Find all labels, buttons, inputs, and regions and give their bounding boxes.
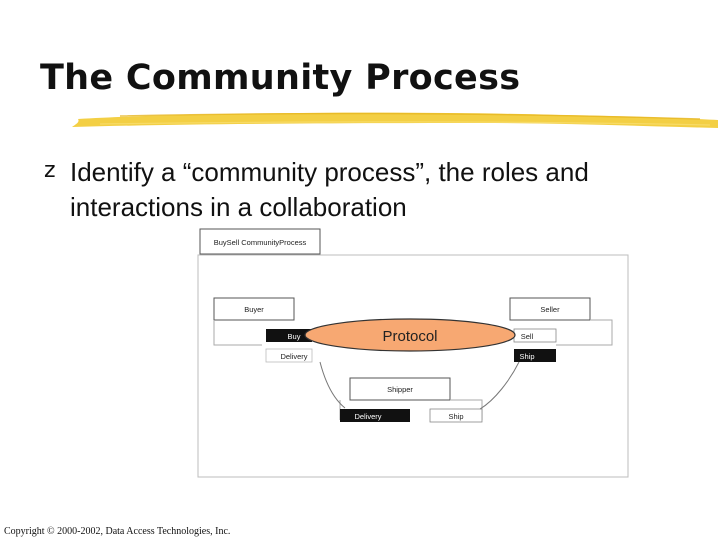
delivery-port-shipper — [340, 409, 410, 422]
sell-port-label: Sell — [521, 332, 534, 341]
delivery-connector — [319, 361, 346, 409]
ship-connector — [479, 361, 520, 410]
title-underline — [72, 112, 718, 128]
delivery-port-buyer — [265, 348, 313, 363]
delivery-port-shipper-label: Delivery — [354, 412, 381, 421]
buy-port-label: Buy — [288, 332, 301, 341]
delivery-port-buyer-label: Delivery — [280, 352, 307, 361]
frame-label: BuySell CommunityProcess — [214, 238, 307, 247]
ship-port-seller-label: Ship — [519, 352, 534, 361]
shipper-role-label: Shipper — [387, 385, 413, 394]
seller-role-label: Seller — [540, 305, 560, 314]
z-bullet-icon: z — [44, 158, 56, 183]
ship-port-shipper-label: Ship — [448, 412, 463, 421]
shipper-role-box — [349, 377, 451, 401]
buyer-role-label: Buyer — [244, 305, 264, 314]
protocol-ellipse — [304, 318, 516, 352]
frame-tab — [199, 228, 321, 255]
buy-port — [266, 329, 312, 342]
protocol-label: Protocol — [382, 328, 437, 345]
seller-bracket — [556, 319, 613, 346]
bullet-text: Identify a “community process”, the role… — [70, 157, 589, 222]
seller-role-box — [509, 297, 591, 321]
ship-port-seller — [514, 349, 556, 362]
buyer-bracket — [213, 320, 262, 346]
ship-port-shipper — [429, 408, 483, 423]
copyright-footer: Copyright © 2000-2002, Data Access Techn… — [4, 526, 231, 537]
frame — [197, 254, 629, 478]
buyer-role-box — [213, 297, 295, 321]
page-title: The Community Process — [40, 58, 521, 98]
